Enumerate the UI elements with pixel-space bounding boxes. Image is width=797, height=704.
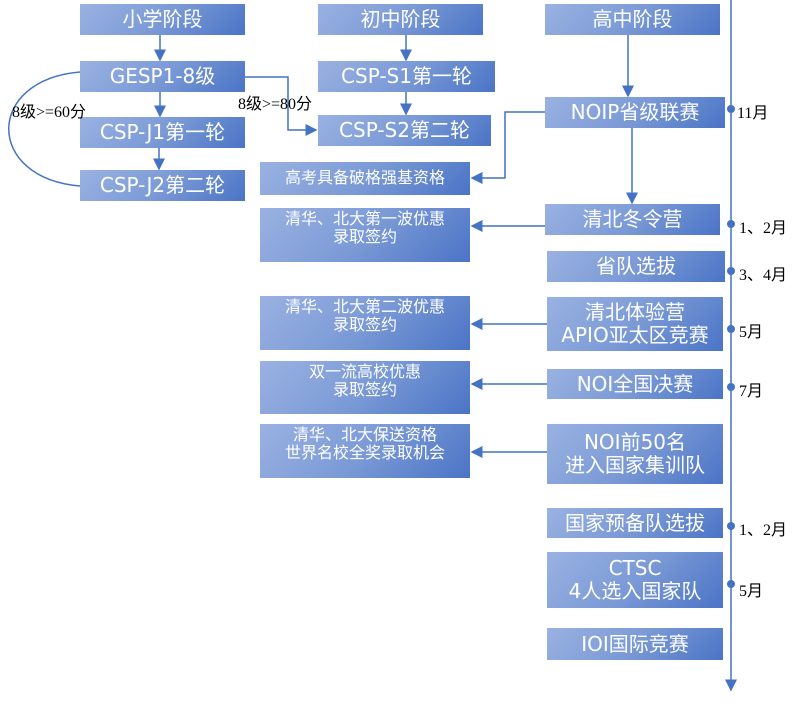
node-label: NOI全国决赛 bbox=[576, 371, 694, 396]
timeline-dot bbox=[727, 267, 735, 275]
timeline-dot bbox=[727, 580, 735, 588]
node-label: 进入国家集训队 bbox=[565, 453, 705, 477]
outcome-guaranteed: 清华、北大保送资格世界名校全奖录取机会 bbox=[260, 424, 470, 478]
node-label: 清北冬令营 bbox=[582, 207, 683, 231]
node-noi: NOI全国决赛 bbox=[547, 369, 723, 399]
node-label: CSP-J2第二轮 bbox=[99, 173, 226, 197]
stage-junior: 初中阶段 bbox=[318, 4, 483, 35]
stage-senior: 高中阶段 bbox=[545, 4, 720, 35]
timeline-dot bbox=[727, 105, 735, 113]
outcome-label: 世界名校全奖录取机会 bbox=[284, 443, 445, 463]
outcome-gaokao: 高考具备破格强基资格 bbox=[260, 162, 470, 195]
outcome-label: 录取签约 bbox=[332, 227, 397, 247]
outcome-first-wave: 清华、北大第一波优惠录取签约 bbox=[260, 208, 470, 262]
node-csp-s2: CSP-S2第二轮 bbox=[318, 115, 491, 146]
outcome-label: 录取签约 bbox=[332, 380, 397, 400]
timeline-dot bbox=[727, 220, 735, 228]
node-label: NOIP省级联赛 bbox=[570, 100, 700, 124]
node-label: CSP-S1第一轮 bbox=[341, 64, 472, 88]
node-label: 清北体验营 bbox=[585, 300, 685, 324]
node-ioi: IOI国际竞赛 bbox=[547, 628, 723, 660]
node-csp-s1: CSP-S1第一轮 bbox=[318, 61, 495, 92]
node-noi-top50: NOI前50名进入国家集训队 bbox=[547, 424, 723, 484]
node-label: 省队选拔 bbox=[596, 254, 676, 278]
outcome-label: 清华、北大第二波优惠 bbox=[284, 297, 445, 316]
node-csp-j1: CSP-J1第一轮 bbox=[80, 117, 245, 148]
timeline-label: 1、2月 bbox=[739, 522, 788, 539]
node-label: CSP-J1第一轮 bbox=[99, 120, 226, 144]
node-label: GESP1-8级 bbox=[109, 64, 216, 88]
skip-condition-80: 8级>=80分 bbox=[238, 96, 313, 113]
timeline-label: 5月 bbox=[739, 583, 764, 600]
node-noip: NOIP省级联赛 bbox=[545, 97, 725, 128]
node-gesp: GESP1-8级 bbox=[80, 61, 245, 92]
skip-condition-60: 8级>=60分 bbox=[12, 104, 87, 121]
timeline-label: 5月 bbox=[739, 324, 764, 341]
timeline-dot bbox=[727, 383, 735, 391]
node-label: CTSC bbox=[608, 556, 662, 580]
node-label: 国家预备队选拔 bbox=[565, 510, 705, 535]
outcome-label: 高考具备破格强基资格 bbox=[284, 168, 445, 188]
outcome-label: 录取签约 bbox=[332, 315, 397, 335]
timeline-label: 11月 bbox=[737, 105, 769, 122]
stage-primary: 小学阶段 bbox=[80, 4, 245, 35]
outcome-second-wave: 清华、北大第二波优惠录取签约 bbox=[260, 296, 470, 350]
timeline-label: 3、4月 bbox=[739, 267, 788, 284]
node-csp-j2: CSP-J2第二轮 bbox=[80, 170, 245, 201]
outcome-double-first-class: 双一流高校优惠录取签约 bbox=[260, 361, 470, 414]
node-label: CSP-S2第二轮 bbox=[339, 118, 470, 142]
node-label: NOI前50名 bbox=[583, 430, 687, 454]
node-winter-camp: 清北冬令营 bbox=[545, 204, 720, 235]
timeline-label: 1、2月 bbox=[739, 220, 788, 237]
node-national-reserve: 国家预备队选拔 bbox=[547, 508, 723, 538]
outcome-label: 清华、北大第一波优惠 bbox=[284, 209, 445, 228]
stage-label: 小学阶段 bbox=[122, 7, 203, 31]
timeline-dot bbox=[727, 522, 735, 530]
node-province-team: 省队选拔 bbox=[547, 251, 725, 282]
outcome-label: 双一流高校优惠 bbox=[308, 362, 421, 381]
node-label: APIO亚太区竞赛 bbox=[561, 323, 709, 347]
node-label: 4人选入国家队 bbox=[568, 579, 702, 603]
timeline-label: 7月 bbox=[739, 383, 764, 400]
node-label: IOI国际竞赛 bbox=[581, 631, 689, 656]
outcome-label: 清华、北大保送资格 bbox=[292, 425, 437, 444]
stage-label: 初中阶段 bbox=[360, 7, 441, 31]
timeline-dot bbox=[727, 325, 735, 333]
stage-label: 高中阶段 bbox=[592, 7, 673, 31]
